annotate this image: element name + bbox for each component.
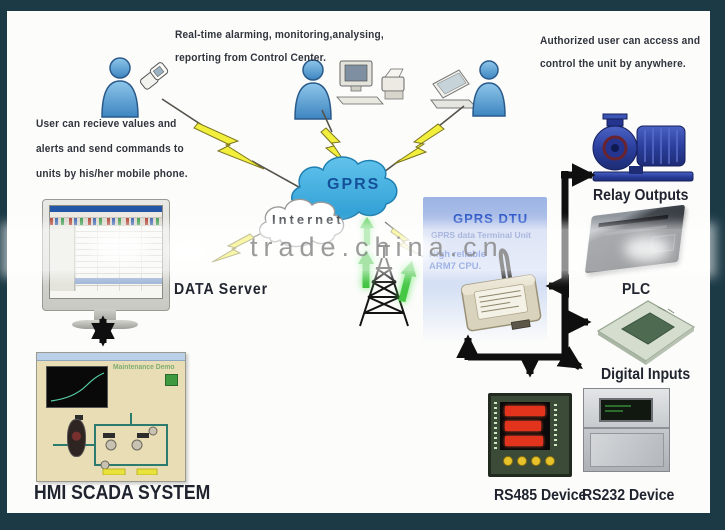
annotation-line: User can recieve values and <box>36 118 177 130</box>
monitor-base <box>72 320 138 329</box>
modem-antenna-icon <box>498 248 512 280</box>
gprs-cloud-label: GPRS <box>327 176 381 193</box>
screen-menubar <box>50 212 162 218</box>
data-server-label: DATA Server <box>174 281 268 298</box>
rs485-button <box>531 456 541 466</box>
signal-arrow-up-icon <box>358 250 374 288</box>
rs485-label: RS485 Device <box>494 487 587 504</box>
gprs-dtu-subtitle: GPRS data Terminal Unit <box>431 230 531 240</box>
annotation-control-center: Real-time alarming, monitoring,analysing… <box>175 24 384 70</box>
data-server-monitor <box>42 199 170 311</box>
keyboard-icon <box>336 96 384 105</box>
annotation-line: control the unit by anywhere. <box>540 58 686 70</box>
screen-selected-row <box>75 278 162 284</box>
laptop-user-icon <box>430 60 506 117</box>
digital-inputs-label: Digital Inputs <box>601 366 691 383</box>
rs232-display <box>599 398 653 422</box>
hmi-scada-label: HMI SCADA SYSTEM <box>34 482 211 504</box>
hmi-logo-badge <box>165 374 178 386</box>
screen-tree-panel <box>50 225 75 291</box>
screen-titlebar <box>50 206 162 212</box>
data-server-screen <box>49 205 163 299</box>
flip-phone-icon <box>139 62 169 90</box>
signal-arrow-up-icon <box>360 217 374 245</box>
hmi-process-graphics <box>53 413 168 475</box>
hmi-vessel-graphic <box>67 419 86 457</box>
rs485-display <box>500 402 550 450</box>
hmi-scada-window: Maintenance Demo <box>36 352 186 482</box>
hmi-trend-chart <box>46 366 108 408</box>
rs485-led-labels <box>554 404 557 448</box>
rs485-button <box>503 456 513 466</box>
annotation-line: units by his/her mobile phone. <box>36 168 188 180</box>
lightning-bolt-mobile <box>161 98 307 192</box>
hmi-window-titlebar <box>37 353 185 361</box>
digital-inputs-device <box>596 300 696 365</box>
annotation-line: reporting from Control Center. <box>175 52 327 64</box>
rs485-button <box>517 456 527 466</box>
mobile-user-icon <box>101 57 169 118</box>
annotation-mobile-user: User can recieve values and alerts and s… <box>36 112 188 187</box>
rs485-button <box>545 456 555 466</box>
hmi-window-title: Maintenance Demo <box>113 362 175 371</box>
antenna-tower-icon <box>359 245 409 327</box>
annotation-line: Authorized user can access and <box>540 35 701 47</box>
screen-toolbar <box>50 218 162 225</box>
printer-icon <box>381 68 405 100</box>
rs485-device <box>488 393 572 477</box>
laptop-icon <box>430 69 479 109</box>
relay-pump-device <box>592 113 694 182</box>
relay-outputs-label: Relay Outputs <box>593 187 689 204</box>
annotation-remote-user: Authorized user can access and control t… <box>540 30 700 76</box>
plc-label: PLC <box>622 281 651 298</box>
internet-cloud-label: Internet <box>272 212 344 227</box>
rs232-device <box>583 388 670 472</box>
control-center-user-icon <box>294 59 405 120</box>
rs485-led-labels <box>494 402 497 452</box>
annotation-line: Real-time alarming, monitoring,analysing… <box>175 29 384 41</box>
gprs-dtu-title: GPRS DTU <box>453 211 529 226</box>
annotation-line: alerts and send commands to <box>36 143 184 155</box>
rs232-seam <box>584 427 669 429</box>
gprs-modem-device <box>460 248 542 332</box>
rs232-label: RS232 Device <box>582 487 675 504</box>
rs232-door <box>590 433 664 467</box>
